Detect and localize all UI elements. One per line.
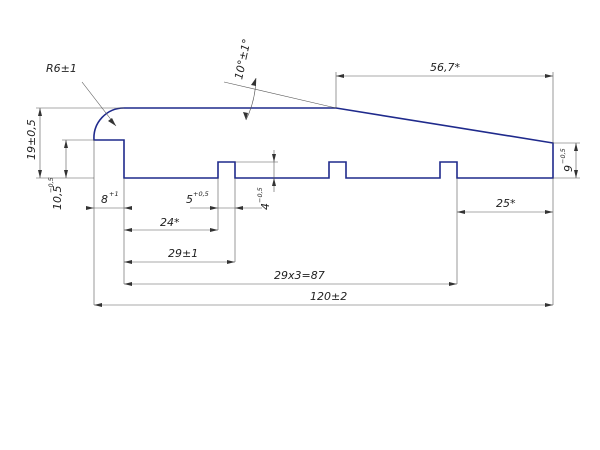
label-right-height-tol: −0,5: [559, 148, 567, 164]
label-top-length: 56,7*: [430, 61, 460, 74]
label-height-main: 19±0,5: [25, 119, 38, 160]
label-groove-width: 5: [186, 193, 193, 206]
label-pitch-first: 29±1: [168, 247, 198, 260]
label-offset-24: 24*: [160, 216, 180, 229]
label-radius: R6±1: [46, 62, 77, 75]
arrowheads: [38, 74, 578, 307]
extension-lines: [36, 72, 580, 305]
profile-outline: [93, 107, 554, 179]
label-right-height: 9: [562, 165, 575, 172]
label-height-step-tol: −0,5: [47, 177, 55, 193]
label-pitch-series: 29x3=87: [274, 269, 325, 282]
label-step-width-tol: +1: [109, 190, 119, 198]
label-groove-width-tol: +0,5: [193, 190, 209, 198]
label-height-step: 10,5: [51, 186, 64, 211]
dimension-labels: R6±1 10°±1° 56,7* 19±0,5 10,5 −0,5 9 −0,…: [25, 38, 575, 303]
label-groove-depth-tol: −0,5: [256, 187, 264, 203]
label-step-width: 8: [101, 193, 108, 206]
label-angle: 10°±1°: [232, 38, 253, 81]
label-total-length: 120±2: [310, 290, 347, 303]
label-right-offset: 25*: [496, 197, 516, 210]
label-groove-depth: 4: [259, 203, 272, 210]
